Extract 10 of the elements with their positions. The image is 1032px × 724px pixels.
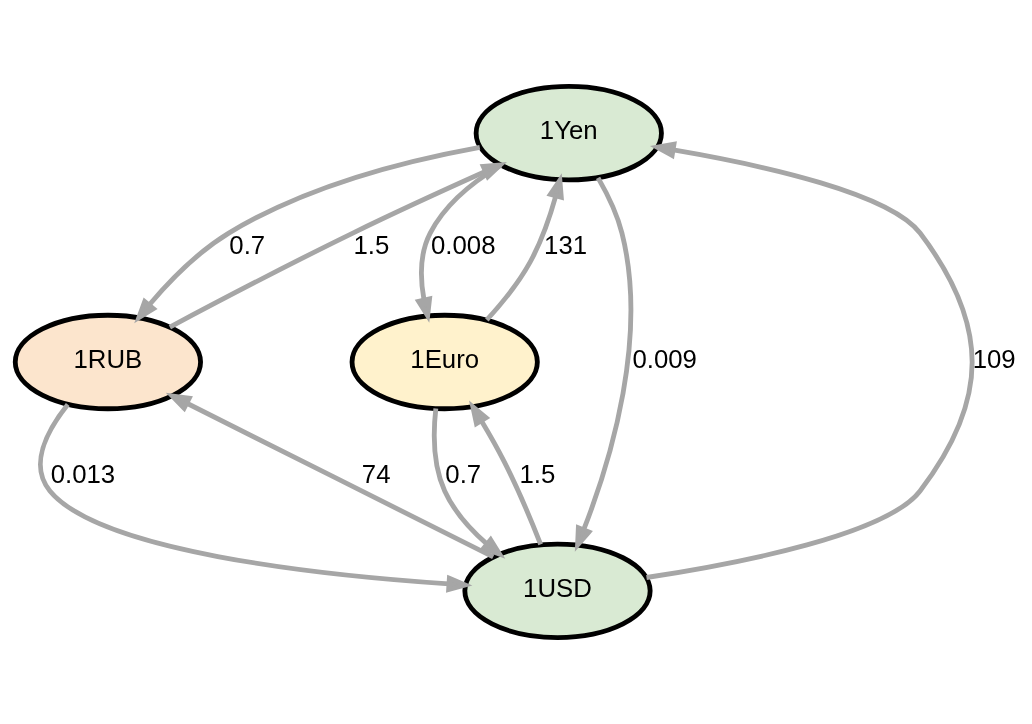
edge-label: 1.5 [519, 459, 556, 488]
edge-label: 0.008 [430, 230, 496, 259]
edge-label: 0.7 [445, 459, 482, 488]
edge-label: 0.009 [632, 345, 697, 374]
edge-label: 131 [544, 230, 588, 259]
edge-label: 0.7 [229, 230, 266, 259]
edge-label: 109 [972, 345, 1016, 374]
edge-label: 0.013 [50, 459, 116, 488]
edge-label: 74 [361, 459, 391, 488]
edge-label: 1.5 [353, 230, 390, 259]
